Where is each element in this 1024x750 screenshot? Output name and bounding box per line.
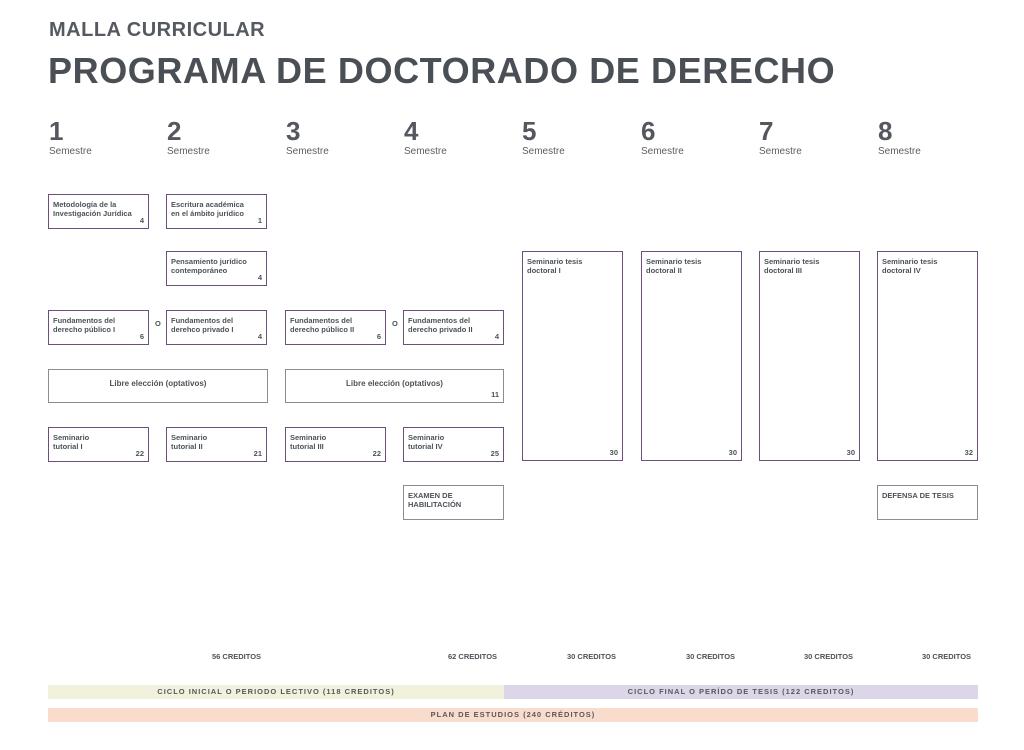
course-name: Libre elección (optativos) [109,379,207,388]
semester-header-4: 4 Semestre [404,116,447,158]
semester-header-8: 8 Semestre [878,116,921,158]
band-plan-estudios: PLAN DE ESTUDIOS (240 CRÉDITOS) [48,708,978,722]
course-name: Metodología de la Investigación Jurídica [53,200,132,218]
course-seminario-tesis-2: Seminario tesis doctoral II 30 [641,251,742,461]
course-fundamentos-publico-1: Fundamentos del derecho público I 6 [48,310,149,345]
semester-header-7: 7 Semestre [759,116,802,158]
course-escritura: Escritura académica en el ámbito jurídic… [166,194,267,229]
or-label: O [392,319,398,328]
course-name: Fundamentos del derecho privado II [408,316,473,334]
course-name: Seminario tesis doctoral I [527,257,583,275]
semester-number: 5 [522,116,537,146]
course-seminario-tutorial-2: Seminario tutorial II 21 [166,427,267,462]
course-fundamentos-publico-2: Fundamentos del derecho público II 6 [285,310,386,345]
semester-header-3: 3 Semestre [286,116,329,158]
semester-label: Semestre [759,146,802,157]
course-credits: 1 [257,216,262,225]
semester-number: 4 [404,116,419,146]
course-examen-habilitacion: EXAMEN DE HABILITACIÓN [403,485,504,520]
semester-header-1: 1 Semestre [49,116,92,158]
course-credits: 4 [494,332,499,341]
course-credits: 4 [257,273,262,282]
credit-total-s1-s2: 56 CREDITOS [212,652,262,661]
course-seminario-tesis-1: Seminario tesis doctoral I 30 [522,251,623,461]
course-credits: 6 [139,332,144,341]
course-fundamentos-privado-2: Fundamentos del derecho privado II 4 [403,310,504,345]
semester-header-2: 2 Semestre [167,116,210,158]
course-credits: 11 [491,390,499,399]
page-title: PROGRAMA DE DOCTORADO DE DERECHO [48,50,836,91]
semester-number: 1 [49,116,64,146]
course-name: Seminario tesis doctoral II [646,257,702,275]
course-credits: 22 [135,449,144,458]
course-credits: 32 [964,448,973,457]
course-name: Seminario tutorial III [290,433,327,451]
course-seminario-tutorial-4: Seminario tutorial IV 25 [403,427,504,462]
credit-total-s8: 30 CREDITOS [922,652,972,661]
semester-header-5: 5 Semestre [522,116,565,158]
band-ciclo-final: CICLO FINAL O PERÍDO DE TESIS (122 CREDI… [504,685,978,699]
course-credits: 21 [253,449,262,458]
course-name: EXAMEN DE HABILITACIÓN [408,491,462,509]
course-name: Fundamentos del derehco privado I [171,316,234,334]
semester-label: Semestre [167,146,210,157]
course-credits: 30 [728,448,737,457]
course-name: Escritura académica en el ámbito jurídic… [171,200,244,218]
course-credits: 6 [376,332,381,341]
course-libre-eleccion-2: Libre elección (optativos) 11 [285,369,504,403]
semester-number: 2 [167,116,182,146]
semester-label: Semestre [878,146,921,157]
course-libre-eleccion-1: Libre elección (optativos) [48,369,268,403]
course-name: Seminario tesis doctoral IV [882,257,938,275]
course-fundamentos-privado-1: Fundamentos del derehco privado I 4 [166,310,267,345]
credit-total-s6: 30 CREDITOS [686,652,736,661]
semester-label: Semestre [286,146,329,157]
course-name: Fundamentos del derecho público II [290,316,355,334]
course-credits: 30 [609,448,618,457]
course-credits: 4 [139,216,144,225]
credit-total-s5: 30 CREDITOS [567,652,617,661]
semester-number: 6 [641,116,656,146]
semester-number: 7 [759,116,774,146]
semester-label: Semestre [641,146,684,157]
course-name: Pensamiento jurídico contemporáneo [171,257,247,275]
course-seminario-tesis-4: Seminario tesis doctoral IV 32 [877,251,978,461]
course-name: Seminario tutorial II [171,433,208,451]
band-ciclo-inicial: CICLO INICIAL O PERIODO LECTIVO (118 CRE… [48,685,504,699]
semester-number: 8 [878,116,893,146]
course-name: Fundamentos del derecho público I [53,316,116,334]
course-name: Seminario tesis doctoral III [764,257,820,275]
semester-label: Semestre [404,146,447,157]
course-credits: 22 [372,449,381,458]
semester-label: Semestre [522,146,565,157]
or-label: O [155,319,161,328]
course-seminario-tutorial-1: Seminario tutorial I 22 [48,427,149,462]
course-metodologia: Metodología de la Investigación Jurídica… [48,194,149,229]
semester-header-6: 6 Semestre [641,116,684,158]
course-credits: 25 [490,449,499,458]
course-credits: 4 [257,332,262,341]
course-name: Seminario tutorial I [53,433,90,451]
credit-total-s7: 30 CREDITOS [804,652,854,661]
course-seminario-tesis-3: Seminario tesis doctoral III 30 [759,251,860,461]
semester-label: Semestre [49,146,92,157]
course-seminario-tutorial-3: Seminario tutorial III 22 [285,427,386,462]
course-name: Libre elección (optativos) [346,379,443,388]
semester-number: 3 [286,116,301,146]
credit-total-s3-s4: 62 CREDITOS [448,652,498,661]
course-defensa-tesis: DEFENSA DE TESIS [877,485,978,520]
course-credits: 30 [846,448,855,457]
course-pensamiento: Pensamiento jurídico contemporáneo 4 [166,251,267,286]
kicker-title: MALLA CURRICULAR [49,19,266,41]
course-name: Seminario tutorial IV [408,433,445,451]
course-name: DEFENSA DE TESIS [882,491,954,500]
